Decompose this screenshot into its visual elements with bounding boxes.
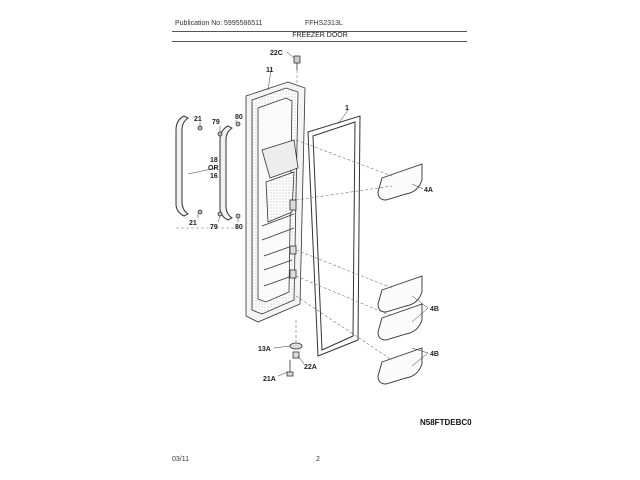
- projection-lines: [176, 70, 393, 361]
- label-or: OR: [208, 165, 219, 172]
- model-number: FFHS2313L: [305, 20, 343, 27]
- label-4b-bottom: 4B: [430, 351, 439, 358]
- label-11: 11: [266, 67, 274, 74]
- label-4a: 4A: [424, 187, 433, 194]
- bottom-hinge: [286, 342, 303, 377]
- handle-right: [219, 125, 233, 221]
- label-16: 16: [210, 173, 218, 180]
- door-liner: [245, 81, 306, 323]
- publication-number: Publication No: 5995586511: [175, 20, 263, 27]
- leader-lines: [187, 51, 429, 377]
- handle-left: [175, 115, 189, 217]
- label-79-bottom: 79: [210, 224, 218, 231]
- label-21-top: 21: [194, 116, 202, 123]
- label-22c: 22C: [270, 50, 283, 57]
- header-rule-bottom: [172, 41, 467, 42]
- header-rule-top: [172, 31, 467, 32]
- section-title: FREEZER DOOR: [292, 32, 348, 39]
- label-80-top: 80: [235, 114, 243, 121]
- footer-page-number: 2: [316, 456, 320, 463]
- door-bins: [377, 163, 423, 385]
- label-21-bottom: 21: [189, 220, 197, 227]
- diagram-code: N58FTDEBC0: [420, 418, 472, 427]
- label-1: 1: [345, 105, 349, 112]
- label-80-bottom: 80: [235, 224, 243, 231]
- label-18: 18: [210, 157, 218, 164]
- label-22a: 22A: [304, 364, 317, 371]
- handle-hardware: [197, 121, 241, 219]
- screw-22c: [293, 55, 301, 70]
- label-21a: 21A: [263, 376, 276, 383]
- label-4b-top: 4B: [430, 306, 439, 313]
- footer-date: 03/11: [172, 456, 189, 463]
- label-13a: 13A: [258, 346, 271, 353]
- door-gasket: [307, 115, 361, 357]
- label-79-top: 79: [212, 119, 220, 126]
